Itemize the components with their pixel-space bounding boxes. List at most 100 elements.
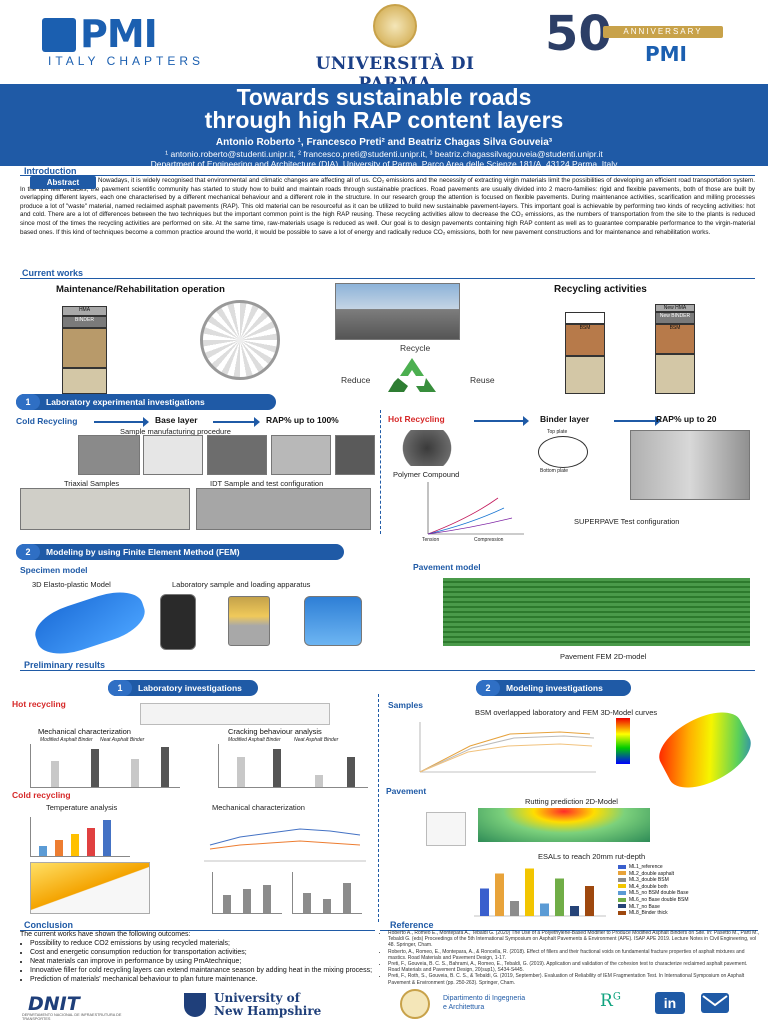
- fem-color-scale: [616, 718, 630, 764]
- researchgate-icon[interactable]: RG: [600, 991, 621, 1011]
- bsm-overlap-chart: [419, 722, 596, 773]
- esal-bar: [480, 888, 489, 916]
- poster-title-line2: through high RAP content layers: [204, 107, 564, 133]
- legend-swatch: [618, 910, 626, 915]
- esal-bar: [585, 886, 594, 916]
- conclusion-item: Innovative filler for cold recycling lay…: [30, 966, 375, 975]
- recycling-title: Recycling activities: [554, 284, 647, 295]
- esal-legend-item: ML5_no BSM double Base: [618, 890, 758, 897]
- small-bar-chart-2: [292, 872, 362, 914]
- esal-bar: [570, 906, 579, 916]
- polymer-caption: Polymer Compound: [393, 470, 460, 479]
- conclusion-list: Possibility to reduce CO2 emissions by u…: [30, 939, 375, 984]
- legend-label: ML2_double asphalt: [629, 870, 675, 877]
- conclusion-item: Possibility to reduce CO2 emissions by u…: [30, 939, 375, 948]
- footer-logos: DNIT DEPARTAMENTO NACIONAL DE INFRAESTRU…: [0, 985, 768, 1024]
- italy-map-icon: [42, 18, 76, 52]
- legend-swatch: [618, 904, 626, 909]
- esal-bar: [525, 868, 534, 916]
- university-seal-icon: [373, 4, 417, 48]
- university-logo: UNIVERSITÀ DI PARMA: [300, 4, 490, 94]
- cycle-recycle-label: Recycle: [400, 343, 431, 353]
- maintenance-title: Maintenance/Rehabilitation operation: [56, 284, 225, 295]
- superpave-apparatus-photo: [630, 430, 750, 500]
- legend-swatch: [618, 897, 626, 902]
- esal-bar: [510, 901, 519, 916]
- specimen-model-label: Specimen model: [20, 565, 88, 575]
- esal-bar: [540, 903, 549, 916]
- tension-compression-plot: [427, 482, 524, 535]
- cycle-reuse-label: Reuse: [470, 375, 495, 385]
- recycle-icon: [388, 358, 436, 392]
- legend-label: ML5_no BSM double Base: [629, 890, 689, 897]
- introduction-divider: [20, 175, 755, 176]
- conclusion-item: Cost and energetic consumption reduction…: [30, 948, 375, 957]
- arrow-icon: [474, 416, 529, 426]
- esals-title: ESALs to reach 20mm rut-depth: [538, 852, 646, 861]
- tension-label: Tension: [422, 537, 440, 543]
- title-band: Towards sustainable roads through high R…: [0, 84, 768, 169]
- anniversary-bar: ANNIVERSARY: [603, 26, 723, 38]
- polymer-compound-photo: [398, 430, 456, 466]
- neat-binder-label-2: Neat Asphalt Binder: [294, 737, 339, 743]
- anniversary-pmi: PMI: [645, 42, 688, 66]
- unh-line2: New Hampshire: [214, 1004, 322, 1018]
- manufacturing-photo-3: [271, 435, 331, 475]
- conclusion-item: Prediction of materials' mechanical beha…: [30, 975, 375, 984]
- pavement-results-label: Pavement: [386, 786, 427, 796]
- esal-bar: [495, 873, 504, 916]
- esal-legend-item: ML3_double BSM: [618, 877, 758, 884]
- triaxial-caption: Triaxial Samples: [64, 479, 120, 488]
- mail-icon[interactable]: [700, 992, 730, 1014]
- reference-heading: Reference: [390, 920, 434, 930]
- dia-seal-icon: [400, 989, 430, 1019]
- cold-recycling-results-label: Cold recycling: [12, 790, 71, 800]
- superpave-specimen-diagram: [538, 436, 588, 468]
- mech-char2-title: Mechanical characterization: [212, 803, 305, 812]
- abstract-label: Abstract: [30, 176, 96, 189]
- neat-binder-label: Neat Asphalt Binder: [100, 737, 145, 743]
- recycled-section-1: BSM: [565, 312, 605, 394]
- results-vertical-divider: [378, 694, 379, 922]
- fem-cylinder-model: [29, 583, 151, 663]
- legend-label: ML1_reference: [629, 864, 663, 870]
- elasto-caption: 3D Elasto-plastic Model: [32, 580, 111, 589]
- heating-diagram: [30, 862, 150, 914]
- legend-label: ML8_Binder thick: [629, 910, 668, 917]
- sample-manufacturing-caption: Sample manufacturing procedure: [120, 427, 231, 436]
- manufacturing-photo-1: [78, 435, 140, 475]
- current-works-heading: Current works: [22, 268, 84, 278]
- poster-title-line1: Towards sustainable roads: [236, 84, 532, 110]
- binder-layer-label: Binder layer: [540, 414, 590, 424]
- arrow-icon: [213, 417, 260, 427]
- cracking-chart: [218, 744, 368, 788]
- legend-label: ML6_no Base double BSM: [629, 896, 689, 903]
- hma-layer: HMA: [62, 306, 107, 316]
- dnit-logo: DNIT: [28, 993, 80, 1015]
- temperature-analysis-title: Temperature analysis: [46, 803, 118, 812]
- superpave-caption: SUPERPAVE Test configuration: [574, 517, 680, 526]
- triaxial-samples-photo: [20, 488, 190, 530]
- modified-binder-label: Modified Asphalt Binder: [40, 737, 93, 743]
- asphalt-specimen-photo: [160, 594, 196, 650]
- legend-swatch: [618, 891, 626, 896]
- esal-bar: [555, 878, 564, 916]
- bottom-plate-label: Bottom plate: [540, 468, 569, 474]
- esal-legend-item: ML6_no Base double BSM: [618, 897, 758, 904]
- top-plate-label: Top plate: [547, 429, 568, 435]
- dia-line2: e Architettura: [443, 1004, 485, 1011]
- header-logos: PMI ITALY CHAPTERS UNIVERSITÀ DI PARMA 5…: [0, 0, 768, 94]
- legend-swatch: [618, 877, 626, 882]
- pavement-cross-section: HMA BINDER: [62, 306, 107, 394]
- reference-item: Roberto, A., Romeo, E., Montepara, A., &…: [388, 949, 760, 961]
- idt-samples-photo: [196, 488, 371, 530]
- bsm-overlap-title: BSM overlapped laboratory and FEM 3D-Mod…: [475, 708, 658, 717]
- recycled-section-2: New HMA New BINDER BSM: [655, 304, 695, 394]
- authors: Antonio Roberto ¹, Francesco Preti² and …: [215, 137, 553, 148]
- reference-list: Roberto A., Romeo E., Montepara A., Teba…: [388, 930, 760, 986]
- mech-char-chart: [30, 744, 180, 788]
- granular-base-layer: [62, 328, 107, 368]
- linkedin-icon[interactable]: in: [655, 992, 685, 1014]
- reference-item: Roberto A., Romeo E., Montepara A., Teba…: [388, 930, 760, 949]
